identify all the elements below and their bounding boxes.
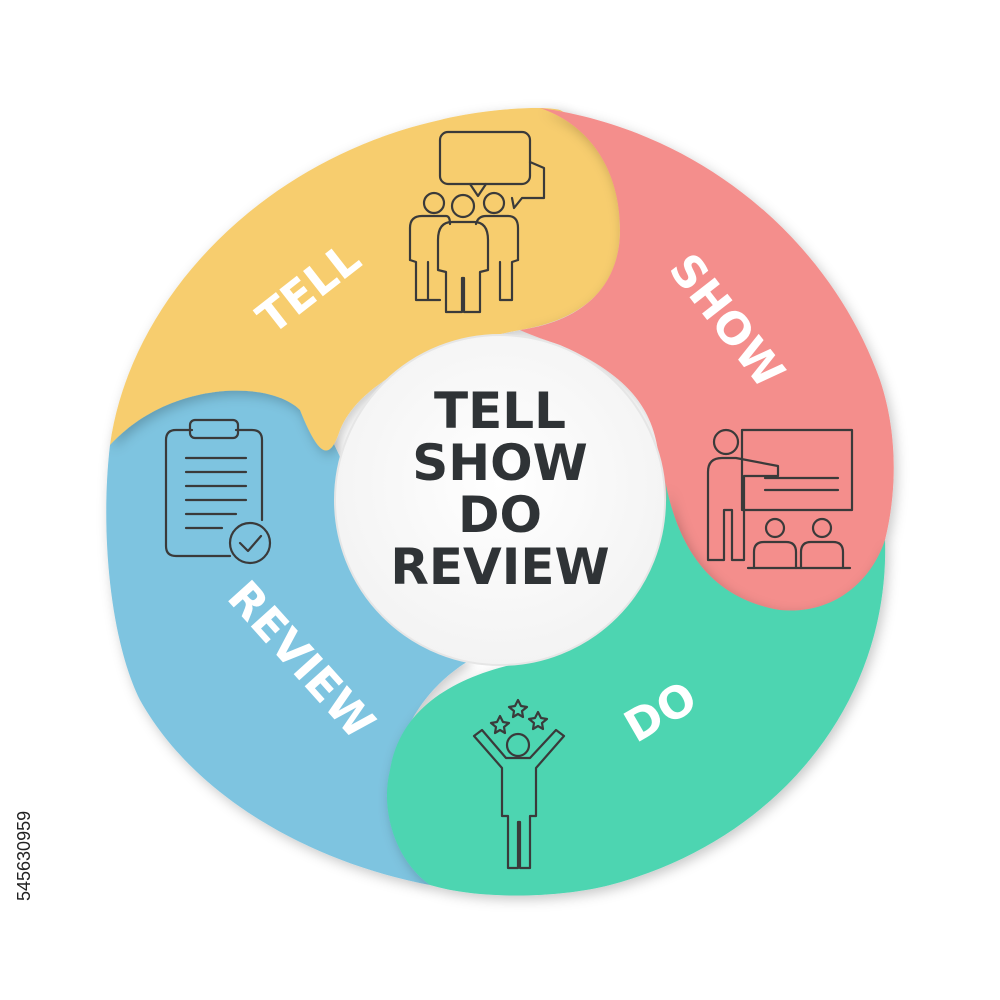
center-title-line-3: DO [458,486,542,544]
center-title-line-4: REVIEW [390,538,609,596]
segment-review [106,382,470,885]
center-title-line-1: TELL [434,382,566,440]
presenter-board-icon [706,428,854,570]
stock-id-watermark: 545630959 [8,765,38,905]
team-speech-bubbles-icon [408,130,546,314]
celebrating-person-stars-icon [472,698,566,870]
stock-id-text: 545630959 [14,810,34,901]
segment-do [386,480,886,896]
segment-show [520,108,894,614]
center-circle [334,334,666,666]
center-title-line-2: SHOW [412,434,588,492]
clipboard-check-icon [164,418,272,565]
